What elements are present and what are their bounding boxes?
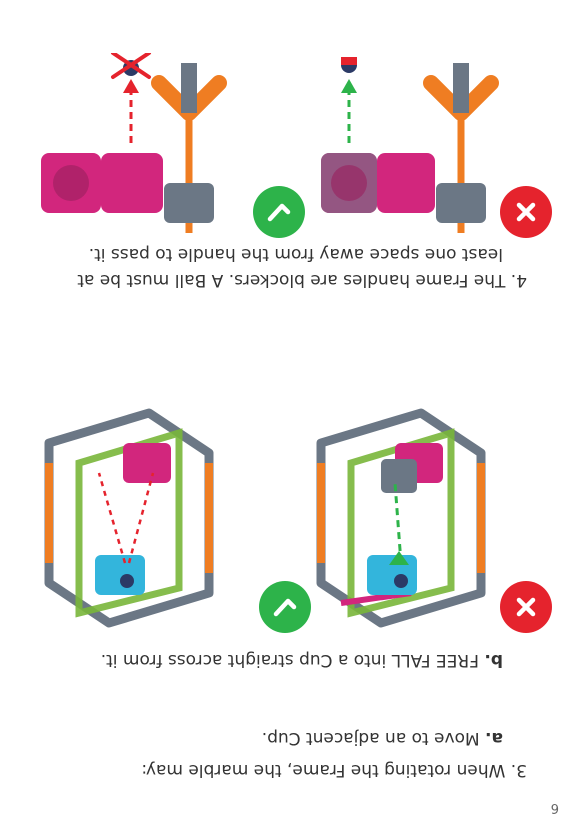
step3-option-a: a. Move to an adjacent Cup. xyxy=(262,725,503,751)
wrong-badge-step4 xyxy=(500,186,552,238)
step4-correct-illustration xyxy=(291,53,521,233)
step3-option-b: b. FREE FALL into a Cup straight across … xyxy=(101,647,503,673)
frame-rotation-correct-image xyxy=(291,393,521,633)
handle-blocker-correct-image xyxy=(291,53,521,233)
step3-wrong-illustration xyxy=(19,393,249,633)
step3-correct-illustration xyxy=(291,393,521,633)
step4-wrong-illustration xyxy=(19,53,249,233)
step4-line1: 4. The Frame handles are blockers. A Bal… xyxy=(77,267,527,293)
frame-rotation-wrong-image xyxy=(19,393,249,633)
check-icon xyxy=(270,592,300,622)
cross-icon xyxy=(511,197,541,227)
cross-icon xyxy=(511,592,541,622)
correct-badge-step3 xyxy=(259,581,311,633)
step3-intro: 3. When rotating the Frame, the marble m… xyxy=(141,757,527,783)
page-number: 6 xyxy=(551,800,559,815)
wrong-badge-step3 xyxy=(500,581,552,633)
check-icon xyxy=(264,197,294,227)
option-b-text: FREE FALL into a Cup straight across fro… xyxy=(101,650,479,670)
step4-line2: least one space away from the handle to … xyxy=(89,241,503,267)
option-a-letter: a. xyxy=(485,728,503,748)
correct-badge-step4 xyxy=(253,186,305,238)
handle-blocker-wrong-image xyxy=(19,53,249,233)
option-a-text: Move to an adjacent Cup. xyxy=(262,728,480,748)
option-b-letter: b. xyxy=(484,650,503,670)
